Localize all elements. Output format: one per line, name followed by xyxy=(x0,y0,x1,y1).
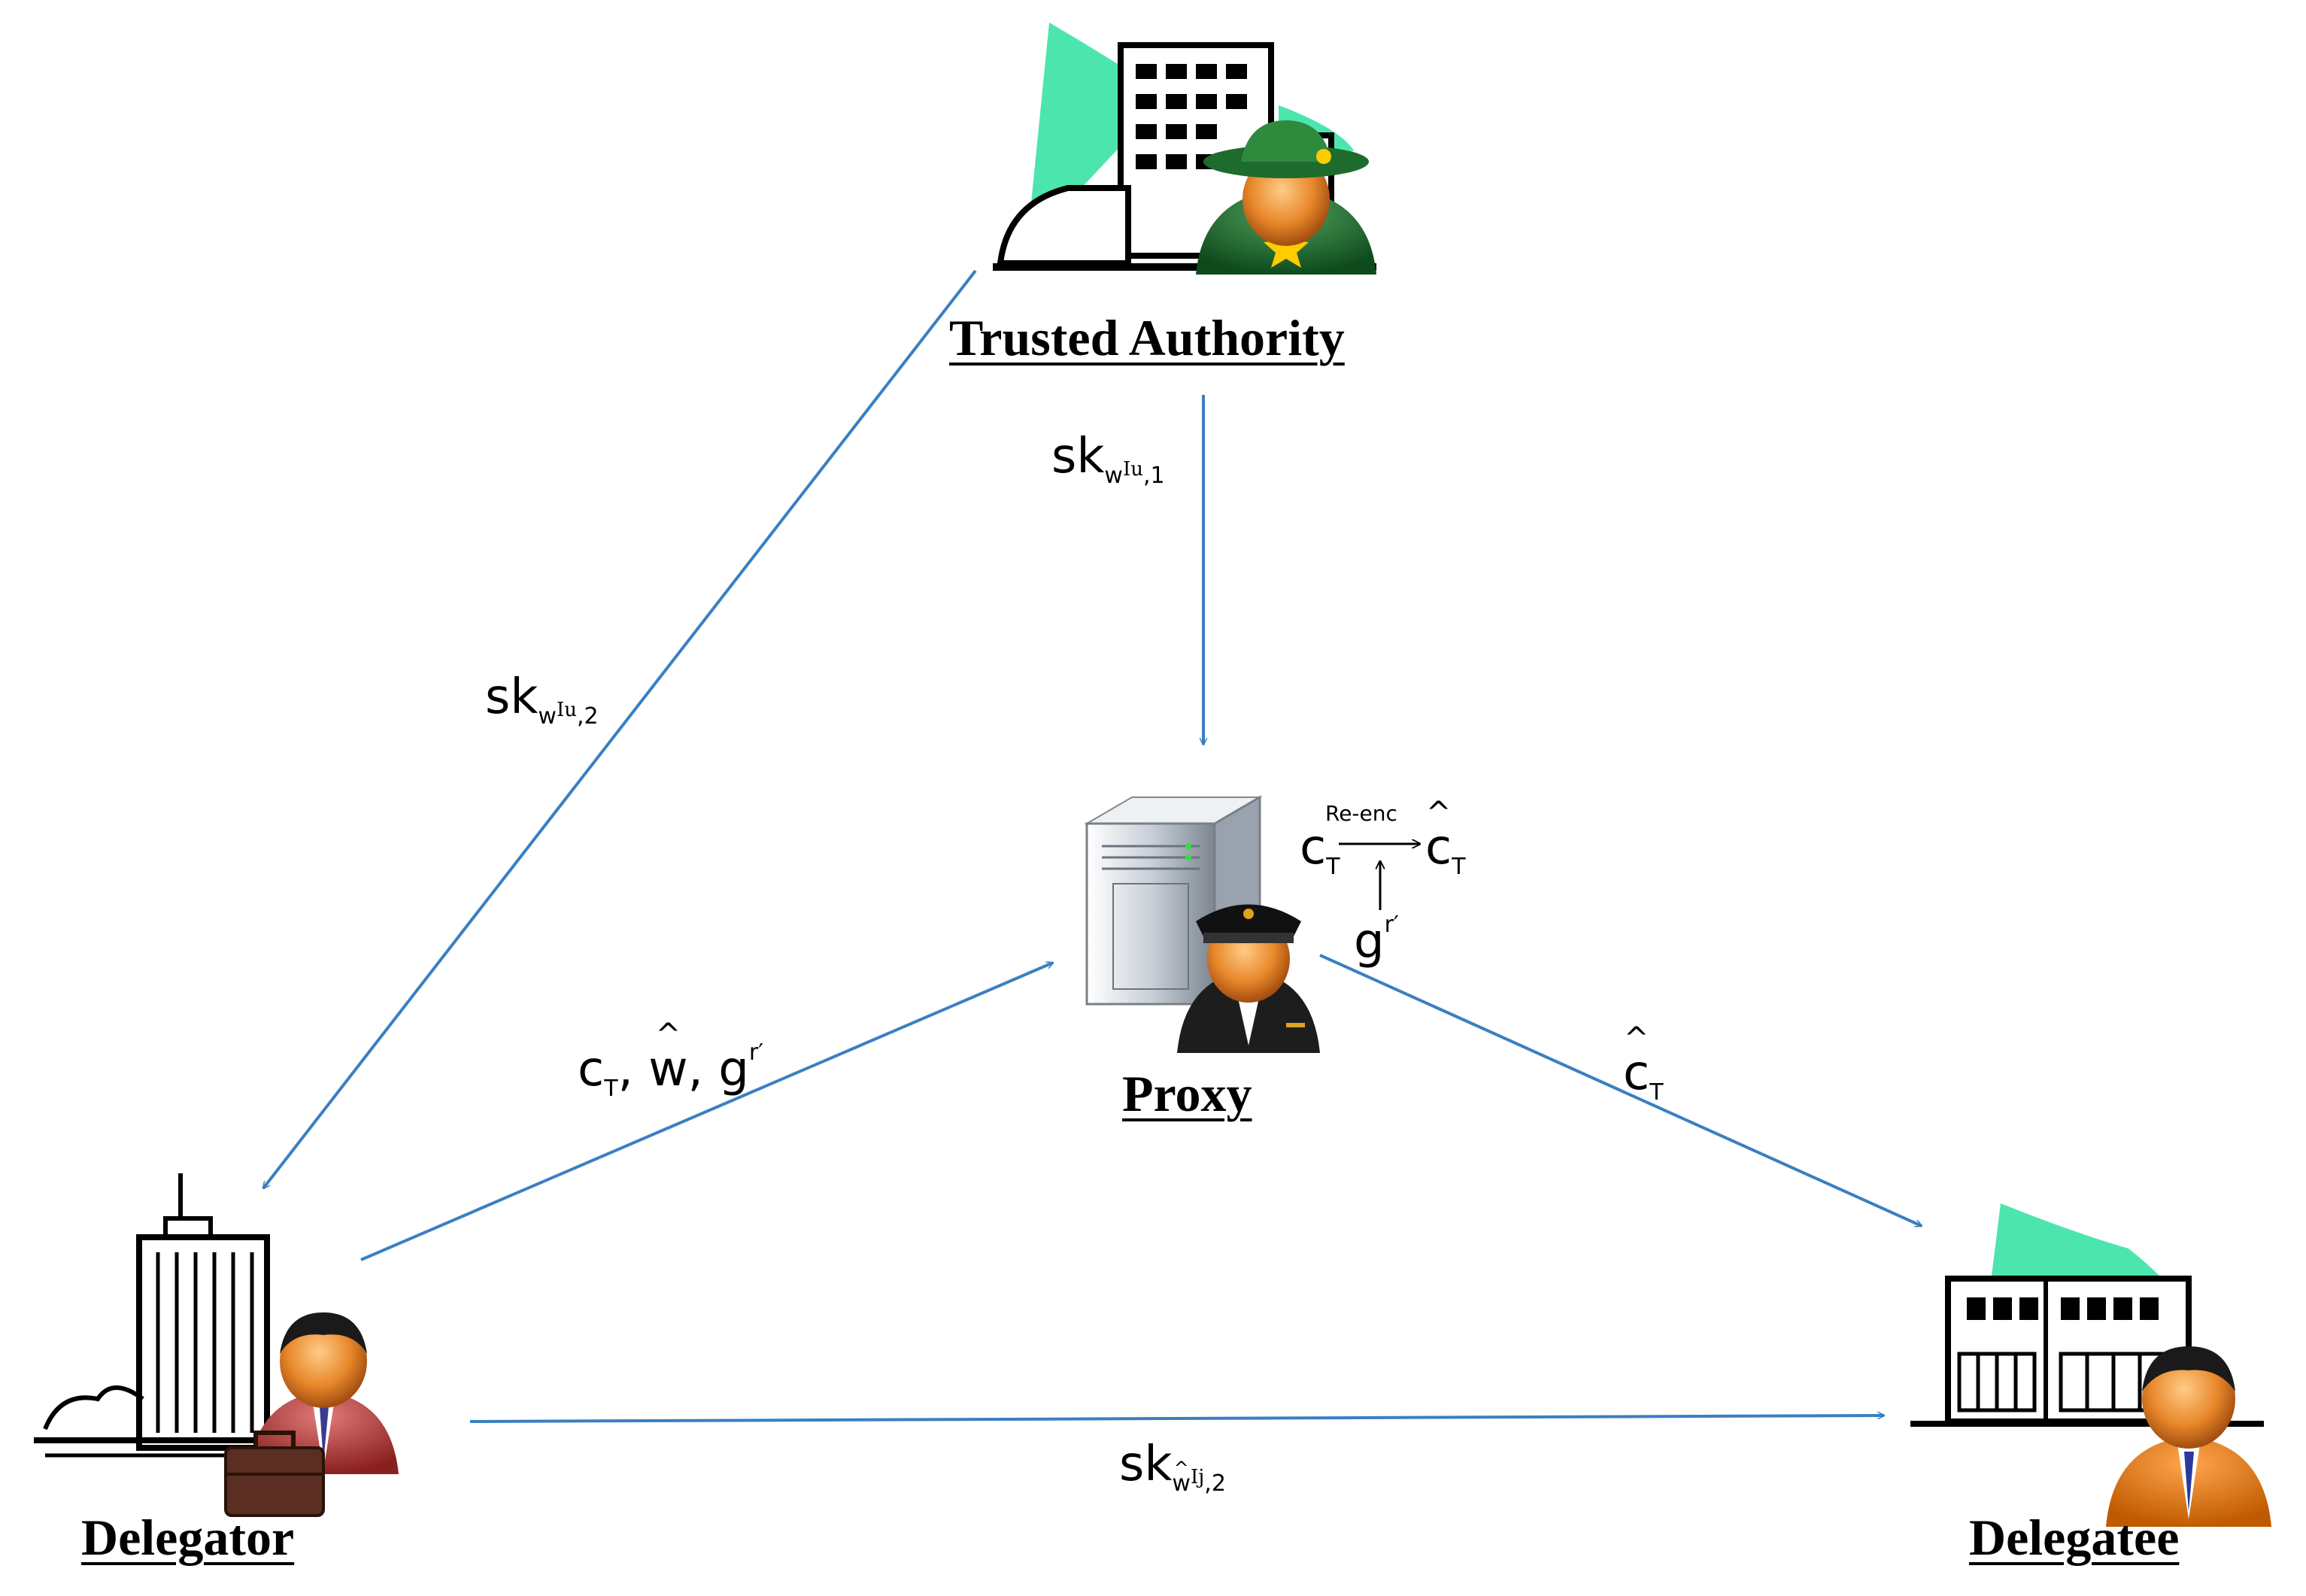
label-ta-to-delegator: skwIu,2 xyxy=(485,669,599,730)
label-delegator-to-delegatee: sk^wIj,2 xyxy=(1119,1437,1226,1497)
label-proxy-to-delegatee: ^cT xyxy=(1623,1021,1664,1106)
label-delegator-to-proxy: cT, ^w, gr′ xyxy=(578,1018,764,1102)
proxy-label: Proxy xyxy=(1122,1065,1252,1122)
officer-person-icon xyxy=(1177,904,1320,1053)
office-tower-icon xyxy=(34,1173,286,1458)
trusted-authority-label: Trusted Authority xyxy=(949,309,1345,366)
label-ta-to-proxy: skwIu,1 xyxy=(1051,429,1165,489)
annotation-ct-right: ^cT xyxy=(1425,796,1466,880)
orange-person-icon xyxy=(2106,1346,2271,1527)
arrow-delegator-to-delegatee xyxy=(469,1415,1884,1423)
arrow-proxy-to-delegatee xyxy=(1319,954,1922,1227)
arrow-ta-to-delegator xyxy=(263,269,977,1188)
arrow-delegator-to-proxy xyxy=(360,961,1053,1261)
delegator-label: Delegator xyxy=(81,1509,295,1566)
annotation-g-r: gr′ xyxy=(1354,912,1399,969)
annotation-ct-left: cT xyxy=(1300,820,1340,880)
trusted-authority-building-icon xyxy=(993,23,1376,271)
sheriff-person-icon xyxy=(1196,120,1376,275)
briefcase-icon xyxy=(224,1431,325,1517)
annotation-re-enc: Re-enc xyxy=(1325,801,1397,826)
delegatee-label: Delegatee xyxy=(1969,1509,2180,1566)
